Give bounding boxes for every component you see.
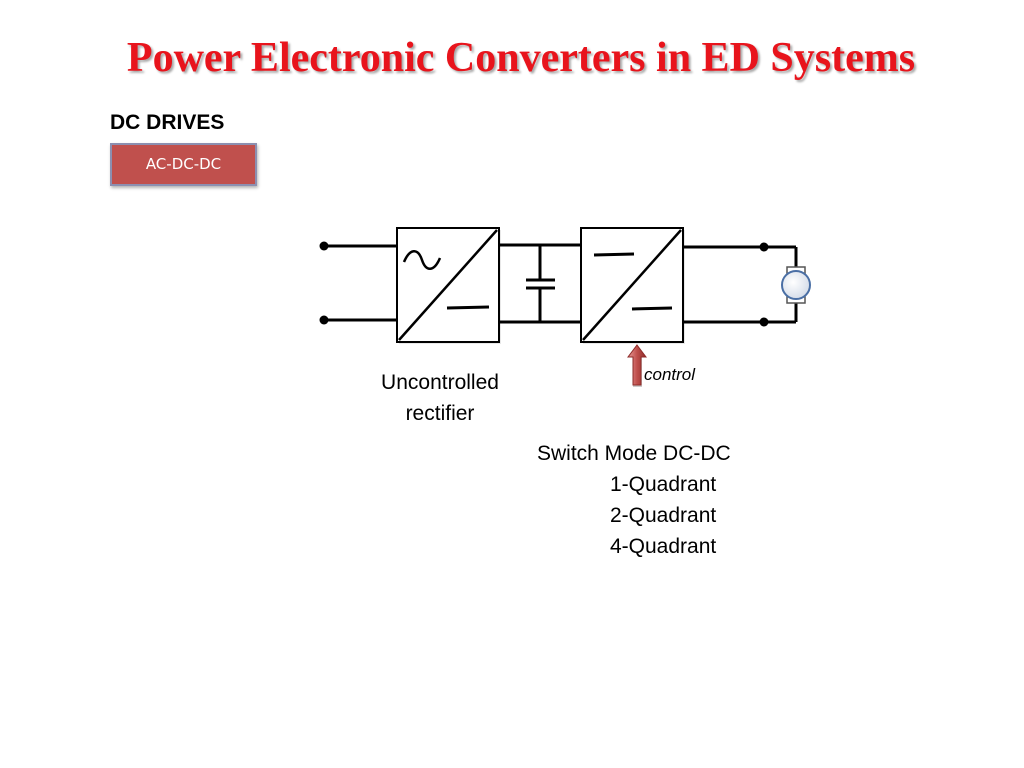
rectifier-label: Uncontrolled rectifier [340,367,540,429]
rectifier-label-line1: Uncontrolled [381,371,499,394]
control-arrow-icon [627,344,647,387]
switch-mode-label: Switch Mode DC-DC 1-Quadrant 2-Quadrant … [537,438,731,562]
ac-dc-dc-tag: AC-DC-DC [110,143,257,186]
switch-mode-title: Switch Mode DC-DC [537,442,731,465]
dc-dc-converter-block [580,227,685,344]
section-heading: DC DRIVES [110,111,225,134]
quadrant-option-1: 1-Quadrant [610,473,717,496]
dc-output-symbol-icon [631,306,673,311]
ac-symbol-icon [402,250,442,270]
dc-symbol-icon [446,305,490,310]
dc-input-symbol-icon [593,252,635,257]
quadrant-option-4: 4-Quadrant [610,535,717,558]
dc-link-capacitor-icon [526,245,555,322]
control-label: control [644,365,696,384]
output-terminal-top [759,242,769,252]
rectifier-block [396,227,501,344]
output-terminal-bottom [759,317,769,327]
slide-title: Power Electronic Converters in ED System… [126,35,916,81]
dc-motor-icon [781,266,811,304]
rectifier-label-line2: rectifier [405,402,475,425]
quadrant-option-2: 2-Quadrant [610,504,717,527]
